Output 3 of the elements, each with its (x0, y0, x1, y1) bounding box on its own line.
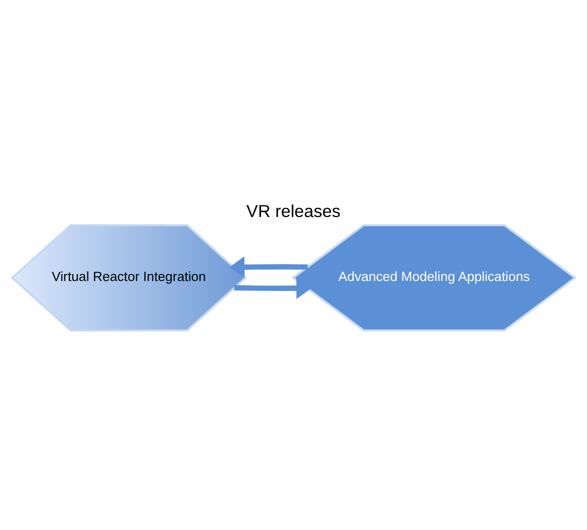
diagram-title: VR releases (246, 200, 341, 221)
arrow (234, 277, 312, 298)
arrow (229, 256, 308, 278)
